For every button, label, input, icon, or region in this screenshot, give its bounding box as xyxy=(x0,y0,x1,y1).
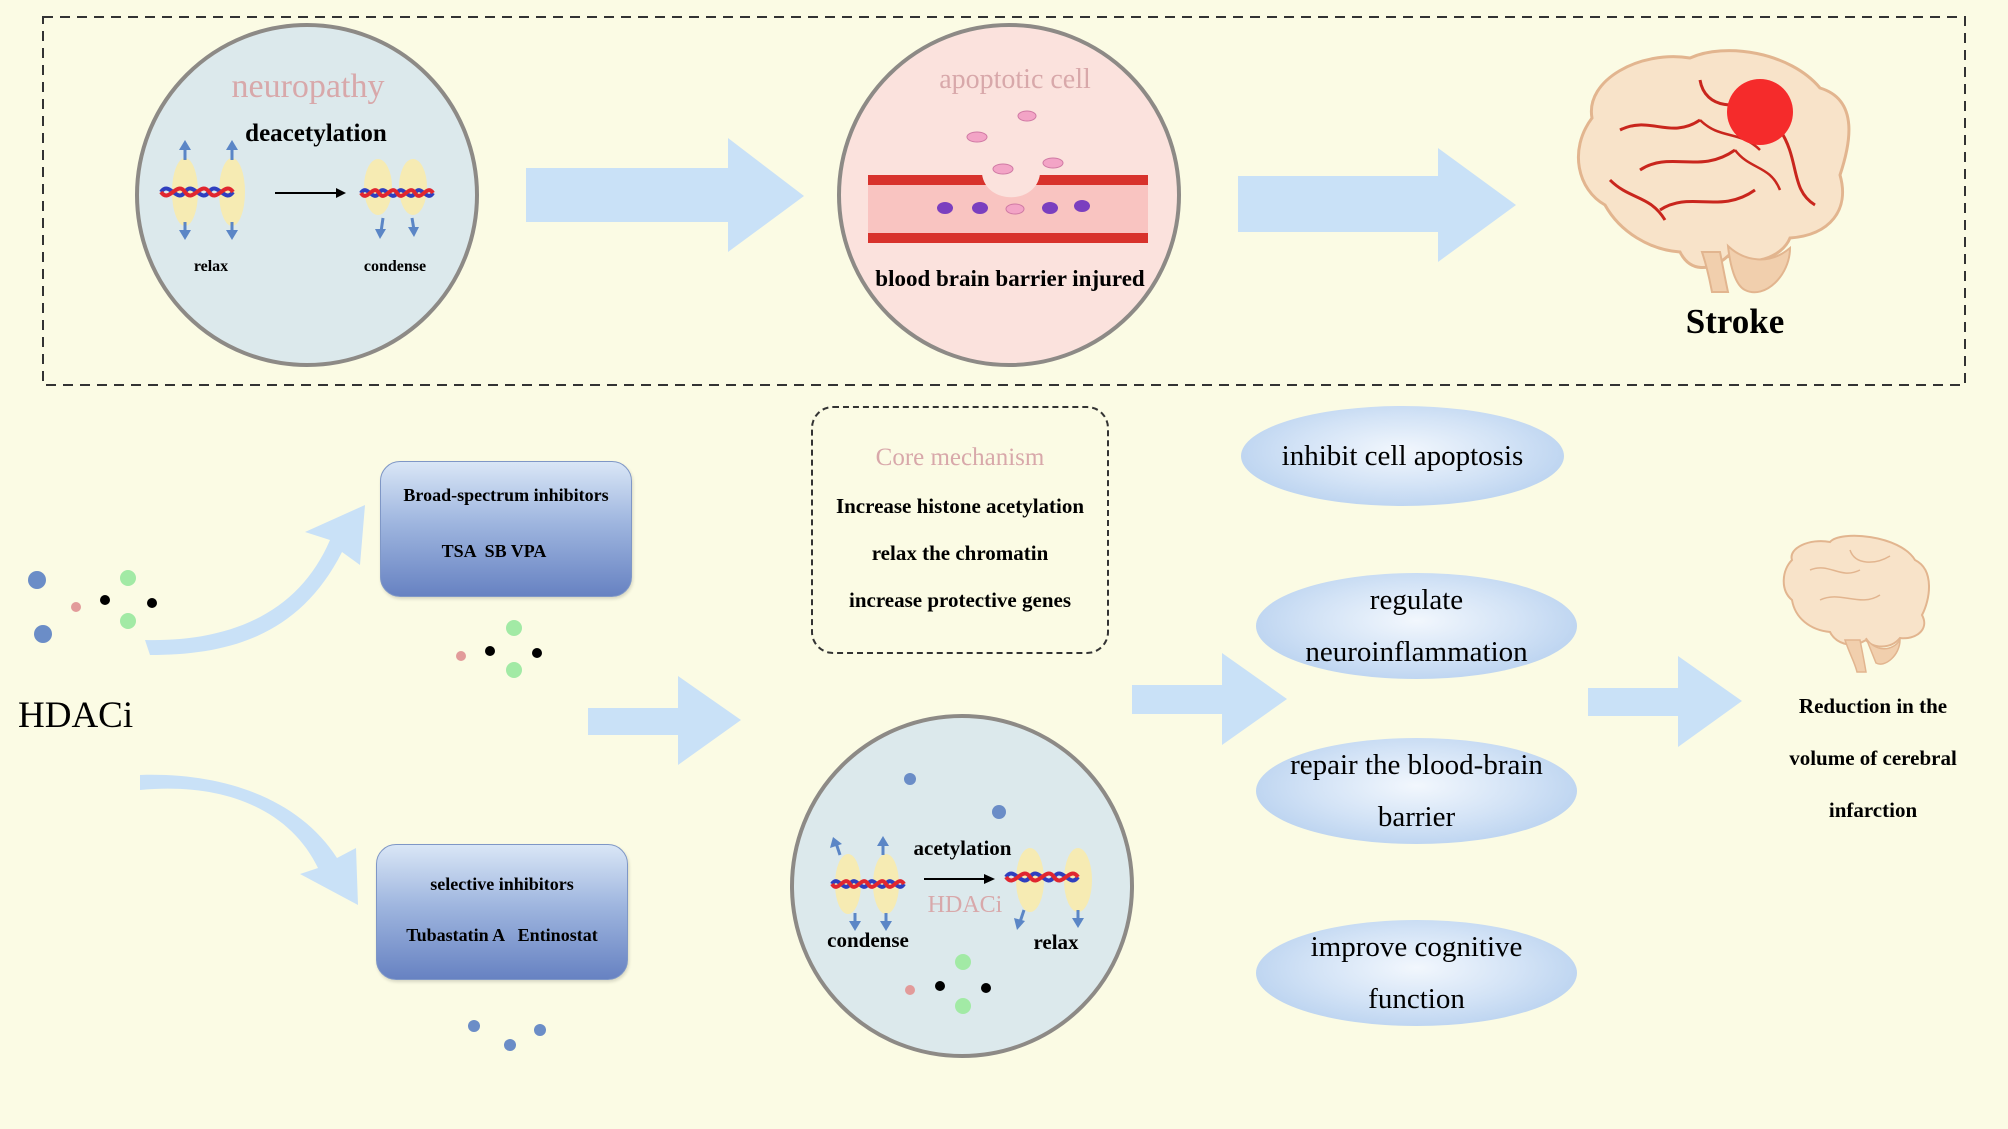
deacetylation-arrow xyxy=(275,188,346,198)
effect-improve-cognition-label: improve cognitive function xyxy=(1310,931,1523,1015)
flow-arrow-5 xyxy=(1588,656,1742,747)
effect-repair-bbb-label: repair the blood-brain barrier xyxy=(1290,749,1543,833)
core-mechanism-box: Core mechanism Increase histone acetylat… xyxy=(811,406,1109,654)
effect-regulate-neuroinflammation-label: regulate neuroinflammation xyxy=(1305,584,1528,668)
broad-inhibitor-molecules xyxy=(456,620,542,678)
outcome-line-1: Reduction in the xyxy=(1798,694,1948,718)
curved-arrow-broad xyxy=(145,505,365,655)
curved-arrow-selective xyxy=(140,774,358,905)
healthy-brain-icon xyxy=(1782,534,1930,673)
deacetylation-label: deacetylation xyxy=(245,120,387,147)
neuropathy-circle xyxy=(135,23,479,367)
flow-arrow-3 xyxy=(588,676,741,765)
chromatin-relaxed-illustration xyxy=(159,140,245,240)
relax-label: relax xyxy=(193,258,229,275)
apoptotic-cell-title: apoptotic cell xyxy=(939,64,1091,95)
selective-inhibitor-molecules xyxy=(468,1020,546,1051)
flow-arrow-2 xyxy=(1238,148,1516,262)
condense-label: condense xyxy=(363,258,427,275)
broad-spectrum-examples: TSA SB VPA xyxy=(441,541,547,561)
acetylation-arrow xyxy=(924,874,995,884)
hdaci-molecules-left xyxy=(28,570,157,643)
flow-arrow-4 xyxy=(1132,653,1287,745)
stroke-label: Stroke xyxy=(1685,302,1785,341)
core-line-2: relax the chromatin xyxy=(871,541,1049,565)
core-mechanism-title: Core mechanism xyxy=(875,444,1045,471)
effect-repair-bbb: repair the blood-brain barrier xyxy=(1256,738,1577,844)
effect-regulate-neuroinflammation: regulate neuroinflammation xyxy=(1256,573,1577,679)
acetylation-molecules xyxy=(904,773,1006,1014)
stroke-lesion xyxy=(1727,79,1793,145)
selective-box: selective inhibitors Tubastatin A Entino… xyxy=(376,844,628,980)
chromatin-relaxed-illustration-2 xyxy=(1004,848,1092,930)
effect-improve-cognition: improve cognitive function xyxy=(1256,920,1577,1026)
chromatin-condensed-illustration-2 xyxy=(830,836,906,931)
stroke-brain-icon xyxy=(1576,49,1851,294)
outcome-line-3: infarction xyxy=(1828,798,1918,822)
acetylation-circle xyxy=(790,714,1134,1058)
relax-label-2: relax xyxy=(1033,930,1079,954)
chromatin-condensed-illustration xyxy=(359,159,435,239)
hdaci-label: HDACi xyxy=(18,695,134,736)
core-line-3: increase protective genes xyxy=(849,588,1071,612)
core-line-1: Increase histone acetylation xyxy=(835,494,1085,518)
broad-spectrum-title: Broad-spectrum inhibitors xyxy=(403,485,609,505)
neuropathy-title: neuropathy xyxy=(231,68,385,105)
selective-examples: Tubastatin A Entinostat xyxy=(406,925,598,945)
bbb-caption: blood brain barrier injured xyxy=(875,266,1145,291)
broad-spectrum-box: Broad-spectrum inhibitors TSA SB VPA xyxy=(380,461,632,597)
selective-title: selective inhibitors xyxy=(430,874,574,894)
effect-inhibit-apoptosis-label: inhibit cell apoptosis xyxy=(1281,440,1524,472)
condense-label-2: condense xyxy=(827,928,909,952)
flow-arrow-1 xyxy=(526,138,804,252)
acetylation-label: acetylation xyxy=(913,836,1012,860)
blood-vessel-illustration xyxy=(868,174,1148,243)
outcome-line-2: volume of cerebral xyxy=(1789,746,1957,770)
effect-inhibit-apoptosis: inhibit cell apoptosis xyxy=(1241,406,1564,506)
top-panel-frame xyxy=(42,16,1966,386)
hdaci-agent-label: HDACi xyxy=(927,892,1003,918)
apoptotic-cells xyxy=(966,110,1064,175)
